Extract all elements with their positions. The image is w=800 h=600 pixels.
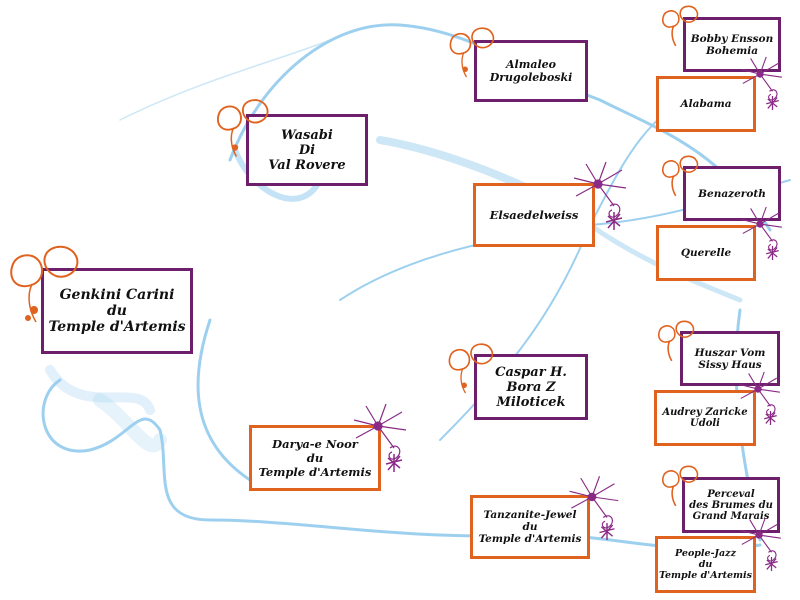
swirl-line xyxy=(93,393,167,453)
pedigree-box-ggp-7[interactable]: Perceval des Brumes du Grand Marais xyxy=(682,477,780,533)
dog-name: Perceval des Brumes du Grand Marais xyxy=(689,488,773,522)
dog-name: Querelle xyxy=(680,247,732,259)
dog-name: Benazeroth xyxy=(698,187,766,200)
pedigree-box-dam-dam[interactable]: Tanzanite-Jewel du Temple d'Artemis xyxy=(470,495,590,559)
swirl-line xyxy=(45,365,155,415)
pedigree-box-sire-sire[interactable]: Almaleo Drugoleboski xyxy=(474,40,588,102)
swirl-line xyxy=(196,318,252,482)
dog-name: Tanzanite-Jewel du Temple d'Artemis xyxy=(478,509,582,545)
pedigree-box-dam[interactable]: Darya-e Noor du Temple d'Artemis xyxy=(249,425,381,491)
pedigree-box-ggp-5[interactable]: Huszar Vom Sissy Haus xyxy=(680,331,780,386)
pedigree-box-ggp-2[interactable]: Alabama xyxy=(656,76,756,132)
swirl-line xyxy=(119,39,331,121)
dog-name: Alabama xyxy=(680,98,732,110)
pedigree-box-sire-dam[interactable]: Elsaedelweiss xyxy=(473,183,595,247)
pedigree-box-ggp-6[interactable]: Audrey Zaricke Udoli xyxy=(654,390,756,446)
swirl-line xyxy=(439,224,591,441)
pedigree-box-ggp-4[interactable]: Querelle xyxy=(656,225,756,281)
pedigree-box-ggp-1[interactable]: Bobby Ensson Bohemia xyxy=(683,17,781,72)
dog-name: Genkini Carini du Temple d'Artemis xyxy=(48,287,186,335)
dog-name: Caspar H. Bora Z Miloticek xyxy=(495,364,567,410)
pedigree-box-sire[interactable]: Wasabi Di Val Rovere xyxy=(246,114,368,186)
dog-name: Almaleo Drugoleboski xyxy=(489,58,573,84)
pedigree-box-dam-sire[interactable]: Caspar H. Bora Z Miloticek xyxy=(474,354,588,420)
dog-name: People-Jazz du Temple d'Artemis xyxy=(658,548,753,581)
pedigree-box-ggp-8[interactable]: People-Jazz du Temple d'Artemis xyxy=(655,536,756,593)
dog-name: Huszar Vom Sissy Haus xyxy=(694,346,766,371)
pedigree-box-subject[interactable]: Genkini Carini du Temple d'Artemis xyxy=(41,268,193,354)
dog-name: Wasabi Di Val Rovere xyxy=(268,127,346,173)
pedigree-box-ggp-3[interactable]: Benazeroth xyxy=(683,166,781,221)
dog-name: Darya-e Noor du Temple d'Artemis xyxy=(258,437,372,479)
dog-name: Elsaedelweiss xyxy=(489,208,579,222)
dog-name: Audrey Zaricke Udoli xyxy=(662,407,748,429)
dog-name: Bobby Ensson Bohemia xyxy=(690,32,774,57)
